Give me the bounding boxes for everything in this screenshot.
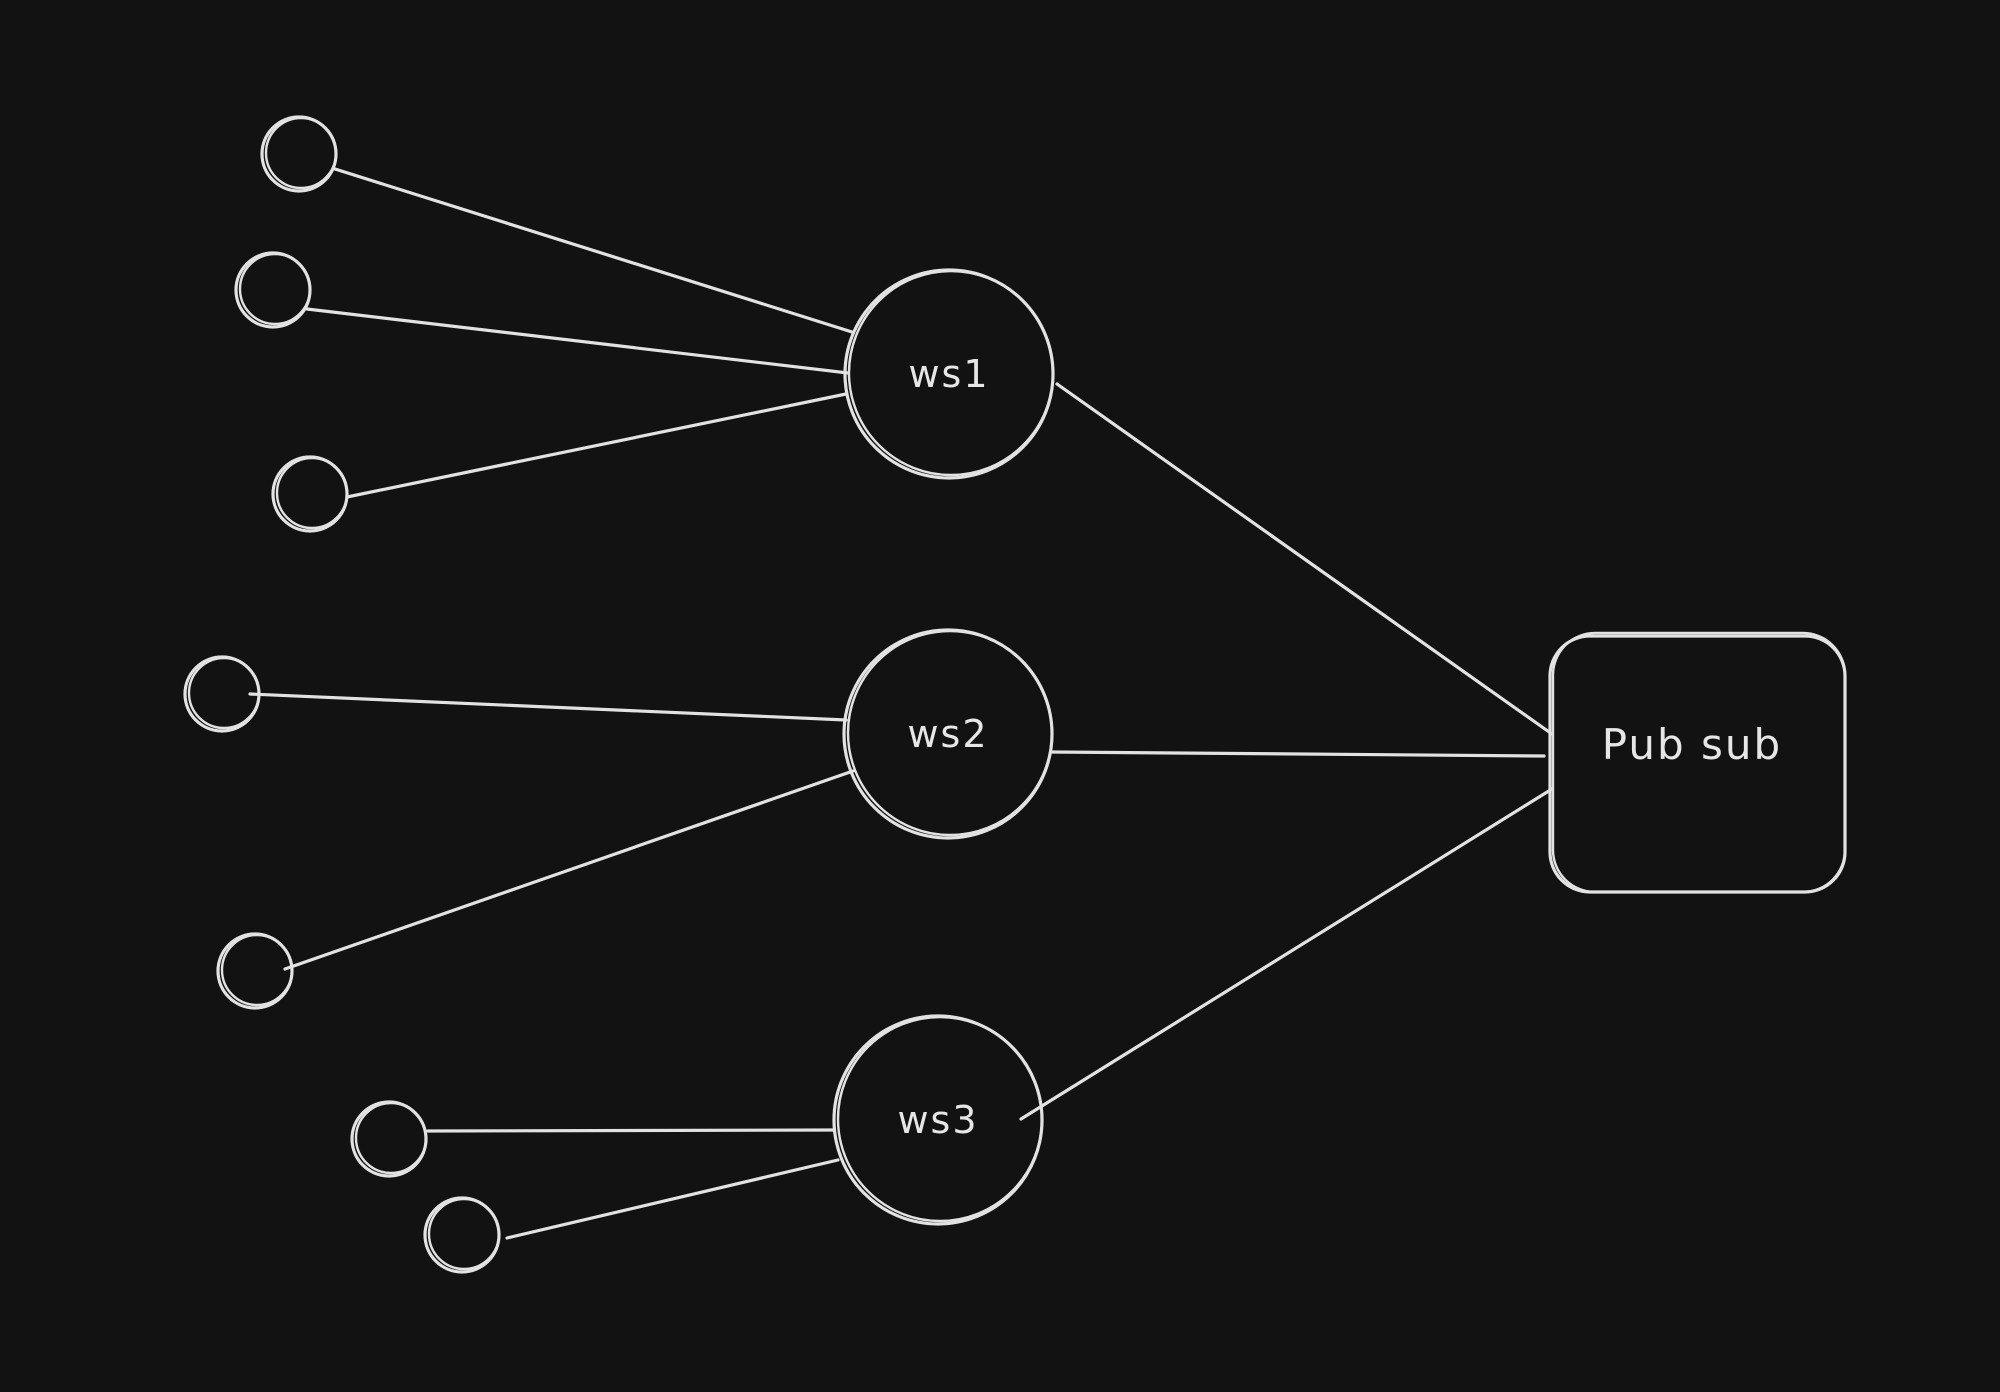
edge-client2-ws1 — [305, 307, 850, 375]
edge-client3-ws1 — [345, 392, 848, 499]
ws3-label: ws3 — [897, 1098, 978, 1142]
edge-client1-ws1 — [333, 167, 854, 334]
ws1-label: ws1 — [908, 352, 989, 396]
edge-client5-ws2 — [283, 769, 855, 971]
ws2-label: ws2 — [907, 712, 988, 756]
pubsub-box — [1548, 631, 1847, 894]
server-node-ws3 — [832, 1014, 1044, 1226]
client-node-1 — [260, 115, 338, 193]
client-node-3 — [271, 455, 349, 533]
edge-ws2-pubsub — [1049, 750, 1546, 758]
client-node-2 — [234, 251, 312, 329]
server-node-ws1 — [843, 268, 1055, 480]
client-node-4 — [183, 655, 261, 733]
edge-ws3-pubsub — [1019, 787, 1554, 1121]
client-node-5 — [216, 932, 294, 1010]
pubsub-label: Pub sub — [1602, 720, 1782, 769]
edge-ws1-pubsub — [1055, 382, 1554, 736]
edge-client6-ws3 — [426, 1128, 836, 1133]
server-node-ws2 — [842, 628, 1054, 840]
client-node-7 — [423, 1196, 501, 1274]
edge-client4-ws2 — [248, 692, 848, 722]
edge-client7-ws3 — [505, 1158, 840, 1240]
client-node-6 — [350, 1100, 428, 1178]
